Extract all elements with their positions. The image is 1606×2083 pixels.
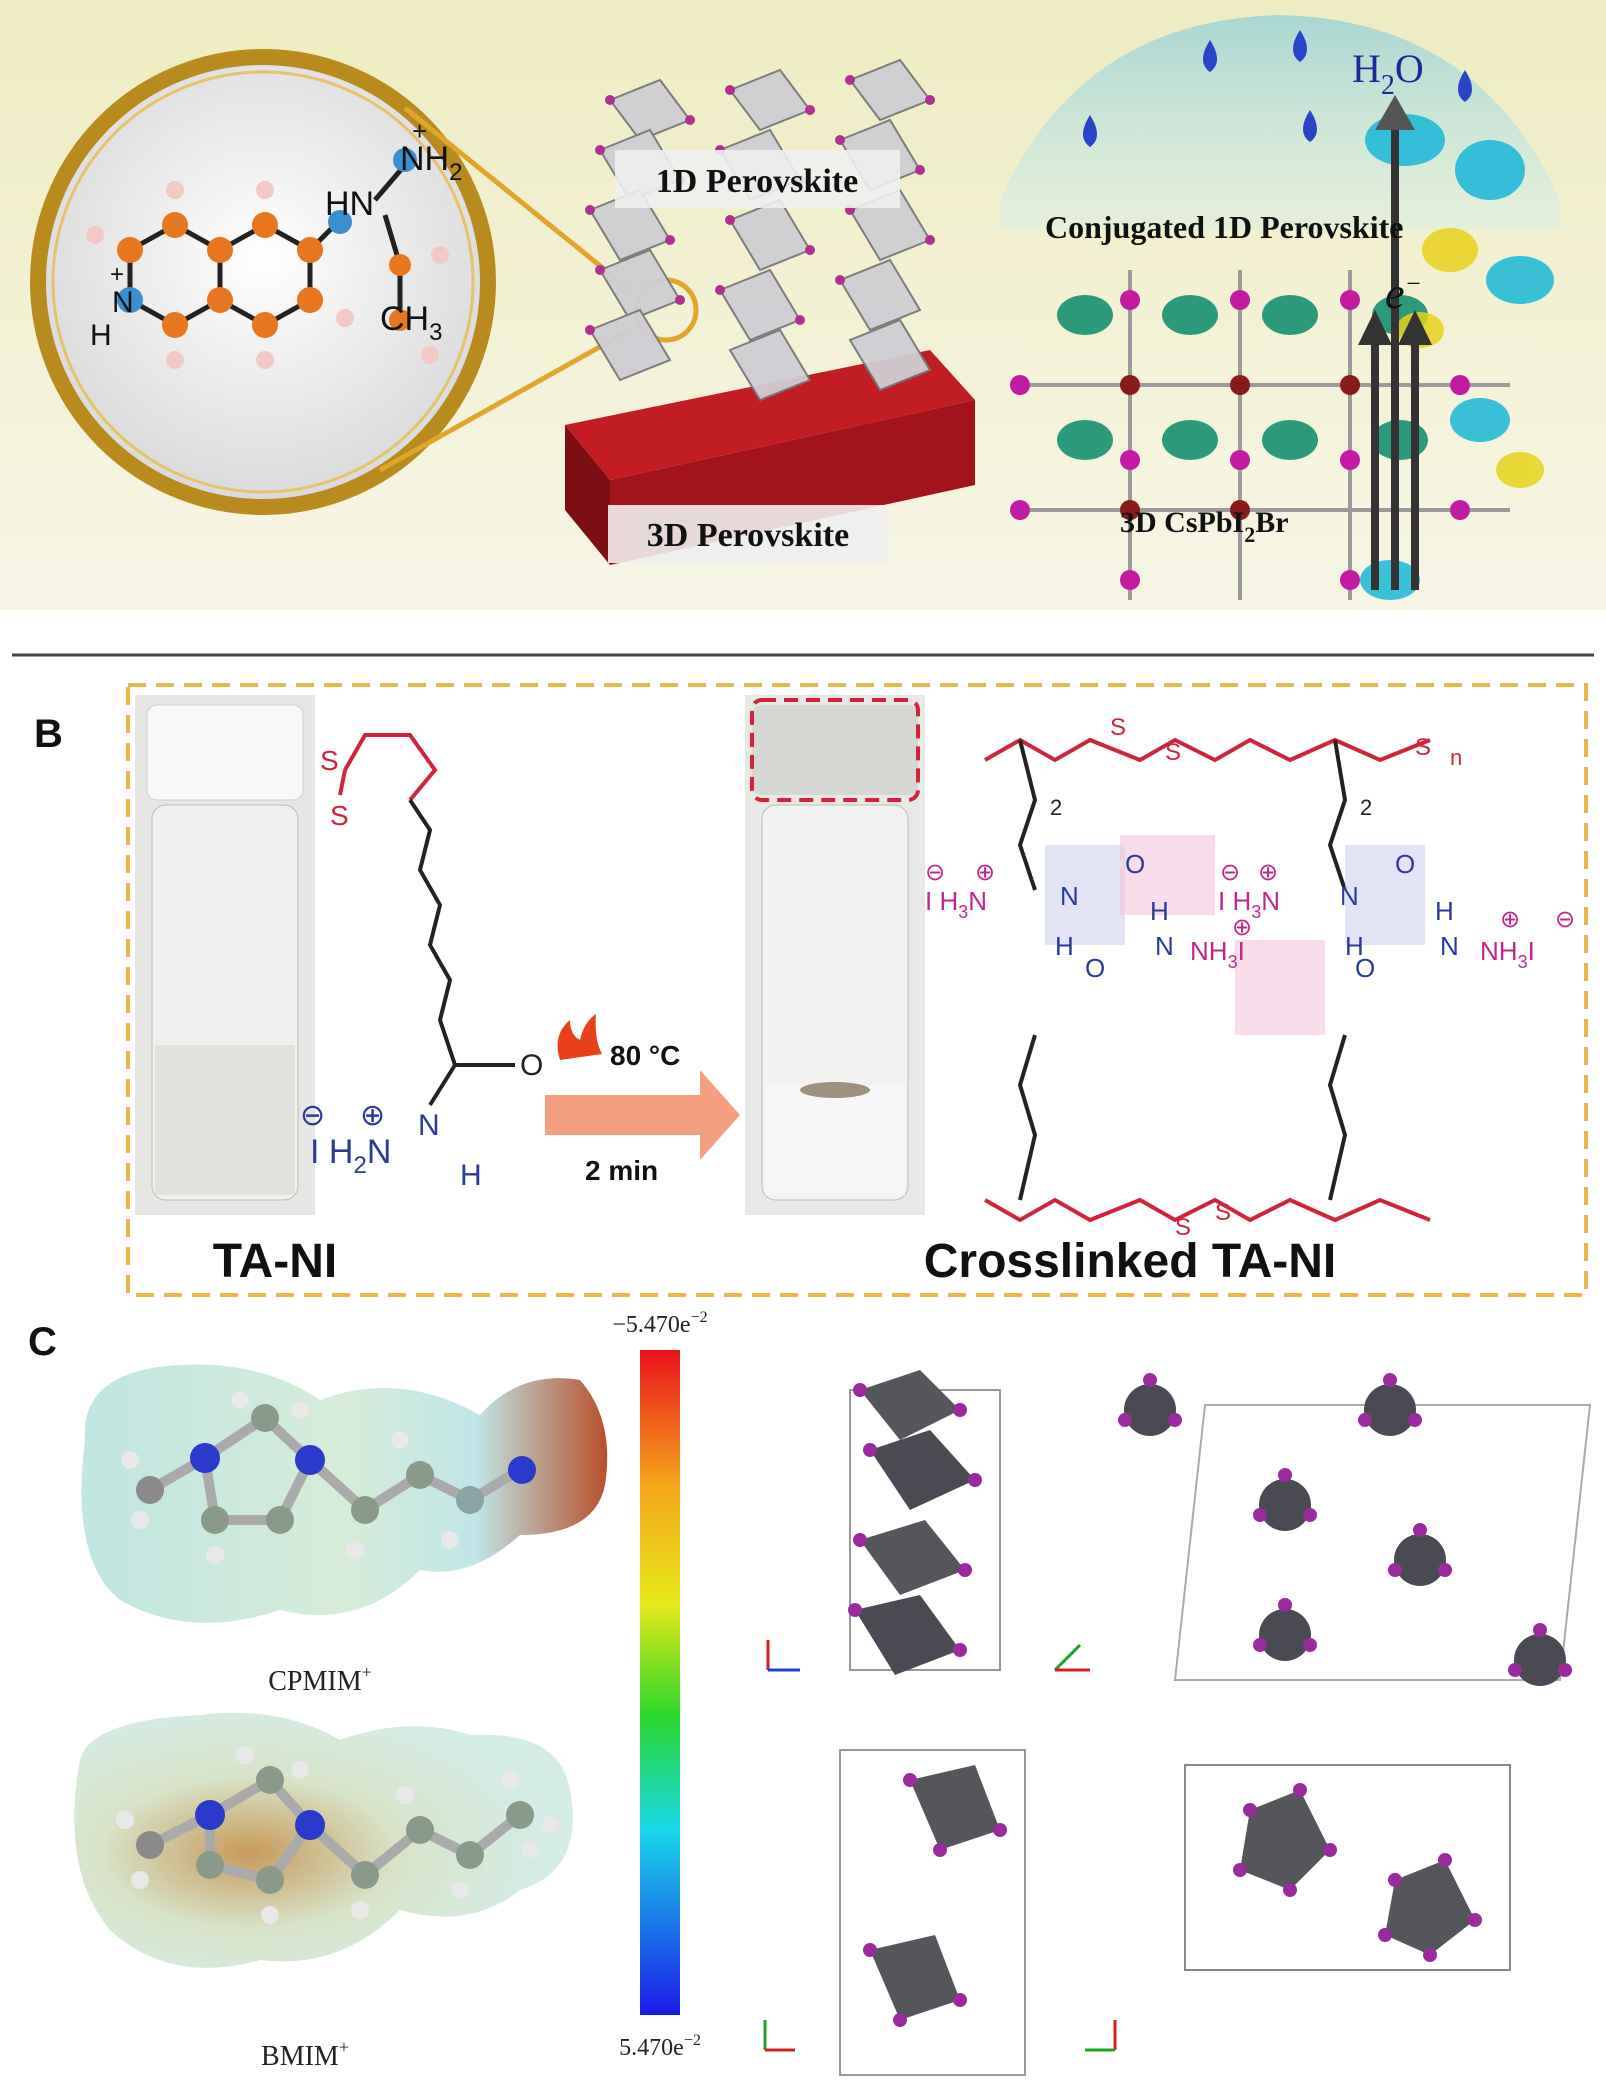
mol-nh2-label: NH2 [400,140,462,186]
mol-plus-label: + [412,116,427,146]
ta-o: O [520,1049,543,1082]
label-h2o: H2O [1352,46,1424,101]
ta-n1: N [418,1109,440,1142]
cl-two-1: 2 [1050,795,1062,820]
ta-ih2n: I H2N [310,1133,391,1179]
cl-n4: N [1440,931,1459,961]
mol-hn-label: HN [325,185,374,223]
ta-s1: S [320,745,339,776]
cl-plus-2: ⊕ [1258,859,1278,886]
cl-s5: S [1215,1199,1231,1226]
label-3d-perovskite: 3D Perovskite [647,517,849,554]
cl-nh3i-mid: NH3I [1190,936,1245,972]
cl-o4: O [1355,953,1375,983]
label-conjugated-1d: Conjugated 1D Perovskite [1045,209,1404,245]
cl-two-2: 2 [1360,795,1372,820]
ta-s2: S [330,800,349,831]
time-label: 2 min [585,1155,658,1186]
cl-s2: S [1110,714,1126,741]
cl-h3: H [1345,931,1364,961]
crystal-structure-top-right [1118,1373,1592,1686]
mol-n-plus: + [110,261,124,288]
temp-label: 80 °C [610,1040,680,1071]
cl-s3: S [1165,739,1181,766]
cl-s4: S [1175,1214,1191,1241]
cl-nh3i-right: NH3I [1480,936,1535,972]
cl-s1: S [1415,734,1431,761]
panel-a-graphic: HN NH2 + CH3 N H + 1D Perovskite 3D [0,0,1606,657]
crystal-structure-bottom-right [1184,1764,1511,1971]
ta-h: H [460,1159,482,1192]
cl-plus-4: ⊕ [1500,906,1520,933]
cl-h2: H [1150,896,1169,926]
label-cpmim: CPMIM+ [268,1662,372,1697]
cl-n2: N [1155,931,1174,961]
ta-ni-structure [338,733,438,802]
cl-h4: H [1435,896,1454,926]
mol-n-label: N [112,286,134,319]
octahedra-chains [588,58,932,402]
label-cspbi2br: 3D CsPbI2Br [1120,506,1289,547]
cl-plus-3: ⊕ [1232,914,1252,941]
panel-b-letter: B [34,712,63,756]
label-bmim: BMIM+ [261,2037,349,2072]
cl-n3: N [1340,881,1359,911]
label-crosslinked-ta-ni: Crosslinked TA-NI [924,1235,1337,1288]
cl-n1: N [1060,881,1079,911]
cl-minus-4: ⊖ [1555,906,1575,933]
panel-c-letter: C [28,1320,57,1364]
scale-top-label: −5.470e−2 [612,1310,707,1338]
label-ta-ni: TA-NI [213,1235,337,1288]
cl-o3: O [1085,953,1105,983]
cl-ih3n-left: I H3N [925,886,987,922]
cl-minus-2: ⊖ [1220,859,1240,886]
esp-color-scale [640,1350,680,2015]
label-1d-perovskite: 1D Perovskite [656,163,858,200]
mol-ch3-label: CH3 [380,300,442,346]
crosslinked-structure [984,737,1431,1223]
cl-h1: H [1055,931,1074,961]
cl-ih3n-mid: I H3N [1218,886,1280,922]
panel-b-graphic: S S O N H ⊖ ⊕ I H2N 80 °C 2 min S n S S … [126,683,1588,1297]
cl-plus-1: ⊕ [975,859,995,886]
crystal-structure-bottom-left [839,1749,1026,2076]
ta-minus: ⊖ [300,1099,325,1132]
cl-minus-1: ⊖ [925,859,945,886]
cl-o1: O [1125,849,1145,879]
scale-bottom-label: 5.470e−2 [619,2032,701,2061]
cl-o2: O [1395,849,1415,879]
label-electron: e− [1385,269,1422,318]
crystal-structure-top-left [848,1370,1001,1675]
cl-n: n [1450,745,1462,770]
ta-plus: ⊕ [360,1099,385,1132]
panel-c-graphic: CPMIM+ BMIM+ −5.470e−2 5.470e−2 [74,1310,1592,2076]
mol-h-label: H [90,319,112,352]
